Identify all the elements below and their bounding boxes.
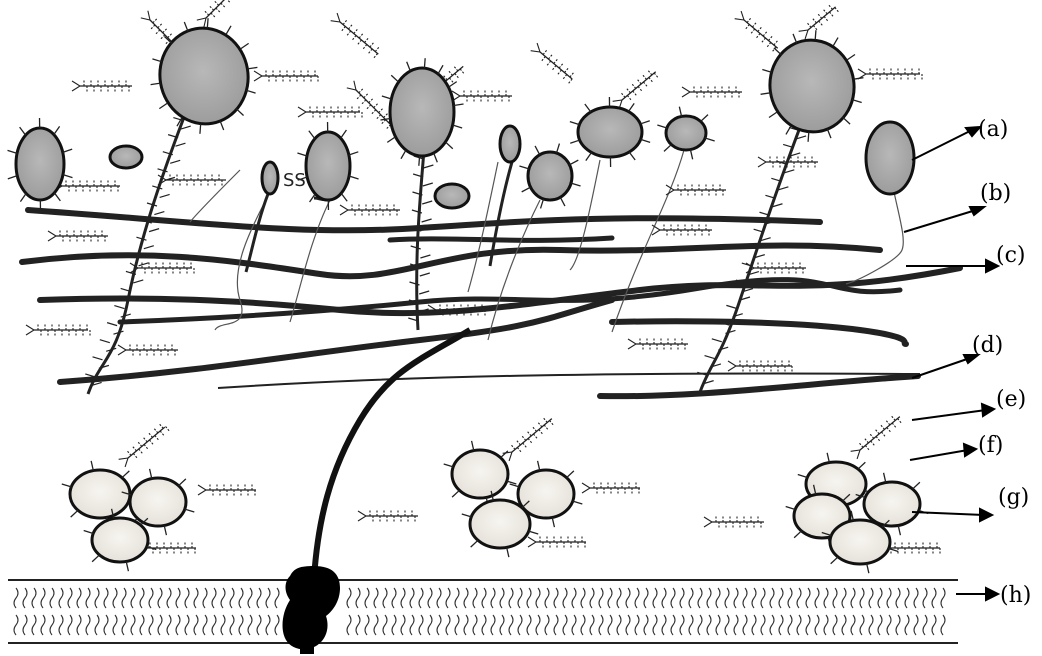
collagen-fibres [22, 210, 960, 396]
plasma-membrane [8, 580, 958, 643]
label-g: (g) [998, 485, 1029, 510]
label-b: (b) [980, 181, 1011, 206]
core-protein-stalks [88, 112, 802, 394]
label-c: (c) [996, 243, 1026, 268]
label-e: (e) [996, 387, 1026, 412]
label-f: (f) [978, 433, 1003, 458]
label-a: (a) [978, 117, 1008, 142]
label-h: (h) [1000, 583, 1031, 608]
label-d: (d) [972, 333, 1003, 358]
lipid-tails [14, 588, 945, 635]
disulfide-mark: SS [283, 170, 306, 191]
